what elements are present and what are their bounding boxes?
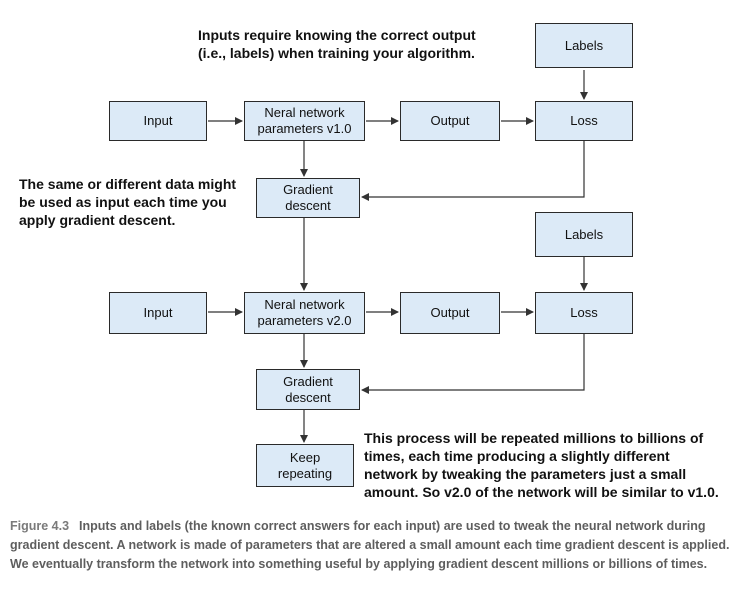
box-label: Output	[430, 305, 470, 320]
box-label: parameters v2.0	[257, 313, 352, 328]
annotation-line: times, each time producing a slightly di…	[364, 448, 670, 464]
keep-repeating-box: Keep repeating	[256, 444, 354, 487]
output-box-1: Output	[400, 101, 500, 141]
box-label: descent	[285, 389, 331, 405]
annotation-line: This process will be repeated millions t…	[364, 430, 704, 446]
box-label: Gradient	[283, 373, 333, 389]
box-label: Neral network	[264, 105, 345, 120]
box-label: Input	[143, 113, 173, 128]
annotation-line: amount. So v2.0 of the network will be s…	[364, 484, 719, 500]
arrow-loss2-to-gradient2	[361, 334, 585, 394]
connector-layer	[208, 70, 588, 443]
annotation-line: apply gradient descent.	[19, 212, 176, 228]
box-label: Output	[430, 113, 470, 128]
gradient-descent-box-1: Gradient descent	[256, 178, 360, 218]
labels-box-2: Labels	[535, 212, 633, 257]
annotation-line: Inputs require knowing the correct outpu…	[198, 27, 476, 43]
box-label: Neral network	[264, 297, 345, 312]
annotation-line: The same or different data might	[19, 176, 237, 192]
annotation-line: network by tweaking the parameters just …	[364, 466, 687, 482]
labels-box-1: Labels	[535, 23, 633, 68]
arrow-loss1-to-gradient1	[361, 141, 585, 201]
box-label: Labels	[564, 226, 604, 242]
box-label: Keep	[289, 449, 321, 465]
loss-box-2: Loss	[535, 292, 633, 334]
box-label: parameters v1.0	[257, 121, 352, 136]
box-label: Loss	[570, 113, 598, 128]
caption-text: Inputs and labels (the known correct ans…	[10, 519, 730, 571]
input-box-2: Input	[109, 292, 207, 334]
network-box-v2: Neral network parameters v2.0	[244, 292, 365, 334]
input-box-1: Input	[109, 101, 207, 141]
annotation-data-note: The same or different data might be used…	[19, 175, 236, 229]
network-box-v1: Neral network parameters v1.0	[244, 101, 365, 141]
loss-box-1: Loss	[535, 101, 633, 141]
box-label: Gradient	[283, 182, 333, 197]
output-box-2: Output	[400, 292, 500, 334]
figure-number: Figure 4.3	[10, 519, 70, 533]
box-label: Input	[143, 305, 173, 320]
box-label: Loss	[570, 305, 598, 320]
annotation-repeat-note: This process will be repeated millions t…	[364, 429, 719, 501]
annotation-line: (i.e., labels) when training your algori…	[198, 45, 475, 61]
annotation-labels-note: Inputs require knowing the correct outpu…	[198, 26, 476, 62]
box-label: descent	[285, 198, 331, 213]
box-label: Labels	[564, 37, 604, 53]
gradient-descent-box-2: Gradient descent	[256, 369, 360, 410]
box-label: repeating	[277, 465, 333, 481]
annotation-line: be used as input each time you	[19, 194, 227, 210]
